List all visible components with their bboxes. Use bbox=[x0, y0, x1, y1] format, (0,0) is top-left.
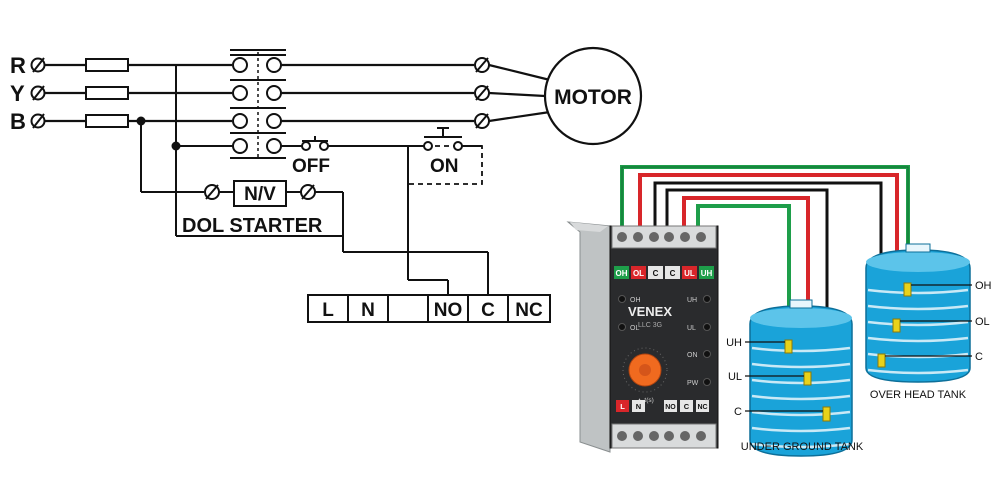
on-label: ON bbox=[430, 156, 459, 177]
ctrl-top-c2: C bbox=[670, 269, 676, 278]
top-screws bbox=[617, 232, 706, 242]
brand-label: VENEX bbox=[628, 304, 672, 319]
nv-coil bbox=[233, 180, 287, 207]
ctrl-bottom-c: C bbox=[684, 402, 690, 411]
led-oh-label: OH bbox=[630, 297, 641, 304]
ctrl-bottom-l: L bbox=[620, 402, 625, 411]
phase-lines: R Y B bbox=[10, 46, 643, 159]
overhead-tank: OH OL C OVER HEAD TANK bbox=[865, 243, 992, 401]
oh-probe-oh: OH bbox=[975, 280, 992, 292]
ug-probe-c: C bbox=[734, 406, 742, 418]
oh-probe-c: C bbox=[975, 351, 983, 363]
phase-b-label: B bbox=[10, 109, 26, 134]
ctrl-top-oh: OH bbox=[616, 269, 628, 278]
nv-label: N/V bbox=[244, 184, 276, 205]
fuses bbox=[85, 58, 129, 128]
oh-probe-ol: OL bbox=[975, 316, 990, 328]
off-label: OFF bbox=[292, 156, 330, 177]
terminal-n: N bbox=[361, 300, 375, 321]
led-on-label: ON bbox=[687, 352, 698, 359]
underground-tank: UH UL C UNDER GROUND TANK bbox=[726, 299, 864, 457]
phase-y-label: Y bbox=[10, 81, 25, 106]
led-pw-label: PW bbox=[687, 380, 699, 387]
input-terminals bbox=[30, 57, 46, 129]
dol-starter-label: DOL STARTER bbox=[182, 215, 323, 237]
ctrl-top-c1: C bbox=[653, 269, 659, 278]
ctrl-bottom-n: N bbox=[636, 402, 641, 411]
model-label: LLC 3G bbox=[638, 322, 662, 329]
led-ul-label: UL bbox=[687, 325, 696, 332]
level-controller: OH OL C C UL UH OH OL UH UL ON PW VENEX … bbox=[566, 221, 719, 453]
ug-probe-uh: UH bbox=[726, 337, 742, 349]
terminal-no: NO bbox=[434, 300, 463, 321]
ctrl-bottom-nc: NC bbox=[697, 404, 707, 411]
led-uh-label: UH bbox=[687, 297, 697, 304]
terminal-strip: L N NO C NC bbox=[307, 294, 551, 323]
overhead-tank-title: OVER HEAD TANK bbox=[870, 389, 967, 401]
ctrl-top-uh: UH bbox=[701, 269, 713, 278]
ctrl-top-ol: OL bbox=[633, 269, 644, 278]
underground-tank-title: UNDER GROUND TANK bbox=[741, 441, 864, 453]
contactor bbox=[230, 49, 286, 159]
phase-r-label: R bbox=[10, 53, 26, 78]
ug-probe-ul: UL bbox=[728, 371, 742, 383]
terminal-c: C bbox=[481, 300, 495, 321]
motor-terminals bbox=[474, 57, 490, 129]
led-ol-label: OL bbox=[630, 325, 639, 332]
control-circuit: N/V DOL STARTER OFF ON bbox=[136, 65, 551, 323]
ctrl-top-ul: UL bbox=[684, 269, 695, 278]
motor-symbol bbox=[543, 46, 643, 146]
terminal-l: L bbox=[322, 300, 334, 321]
ctrl-bottom-no: NO bbox=[665, 404, 676, 411]
terminal-nc: NC bbox=[515, 300, 543, 321]
motor-label: MOTOR bbox=[554, 86, 632, 109]
bottom-screws bbox=[617, 431, 706, 441]
